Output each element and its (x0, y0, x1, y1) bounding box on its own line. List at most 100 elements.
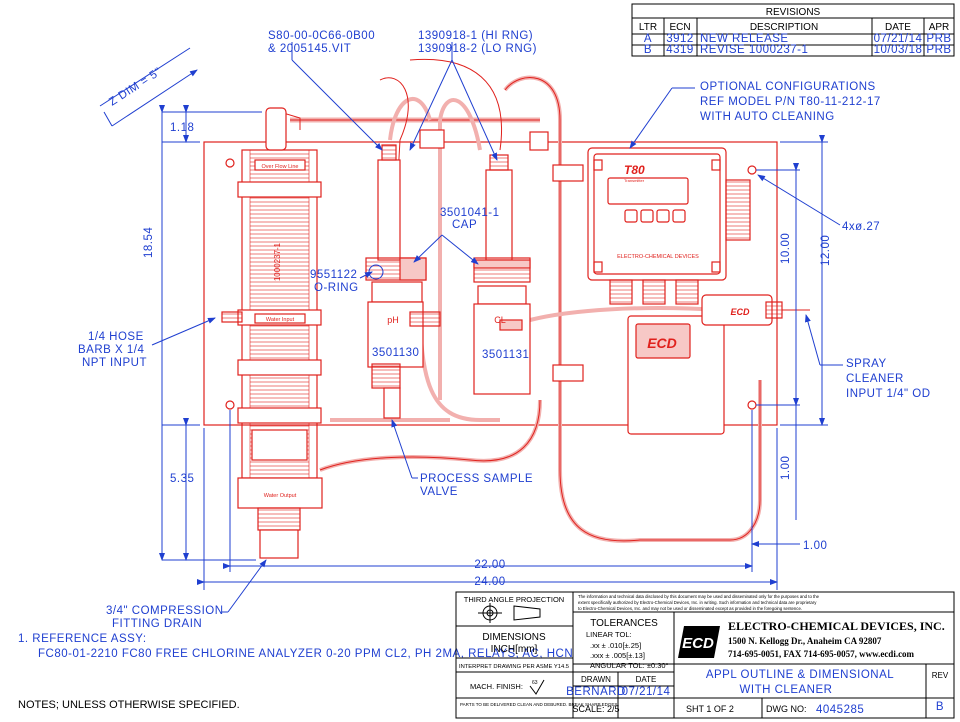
callout-cap-pn: 3501041-1 (440, 207, 500, 219)
notes: 1. REFERENCE ASSY: FC80-01-2210 FC80 FRE… (18, 633, 573, 711)
callout-valve-1: PROCESS SAMPLE (420, 473, 533, 485)
callout-oring-pn: 9551122 (310, 269, 357, 281)
dim-18-54: 18.54 (143, 227, 155, 258)
title-block (455, 591, 955, 719)
water-output-block (237, 477, 323, 509)
callout-part-top-b: & 2005145.VIT (268, 43, 351, 55)
logo-text: ECD (682, 635, 714, 652)
part-labels: Over Flow Line Water Input Water Output … (262, 163, 750, 499)
rev-b-ltr: B (644, 44, 652, 56)
mount-hole-icon (747, 165, 757, 175)
tb-title-2: WITH CLEANER (740, 684, 833, 696)
note-ref-line: FC80-01-2210 FC80 FREE CHLORINE ANALYZER… (38, 648, 573, 660)
callout-hose-1: 1/4 HOSE (88, 331, 144, 343)
tb-tol-xxx: .xxx ± .005[±.13] (590, 651, 645, 660)
tb-rev: B (936, 701, 944, 713)
rev-b-ecn: 4319 (666, 44, 694, 56)
mount-hole-icon (747, 400, 757, 410)
callout-opt-1: OPTIONAL CONFIGURATIONS (700, 81, 876, 93)
water-output-label: Water Output (264, 493, 297, 499)
dim-1-18: 1.18 (170, 122, 194, 134)
note-unless: NOTES; UNLESS OTHERWISE SPECIFIED. (18, 699, 240, 711)
callout-hose-2: BARB X 1/4 (78, 344, 144, 356)
rev-a-ltr: A (644, 33, 652, 45)
tb-dimensions: DIMENSIONS (482, 632, 546, 643)
rev-header-date: DATE (885, 22, 911, 33)
rev-header-ecn: ECN (669, 22, 690, 33)
dim-10-00: 10.00 (780, 233, 792, 264)
rev-header-apr: APR (929, 22, 950, 33)
dim-12-00: 12.00 (820, 235, 832, 266)
callout-opt-2: REF MODEL P/N T80-11-212-17 (700, 96, 881, 108)
tb-company: ELECTRO-CHEMICAL DEVICES, INC. (728, 619, 945, 633)
revision-row-b: B 4319 REVISE 1000237-1 10/03/18 PRB (644, 44, 951, 56)
revision-table (631, 3, 955, 57)
callout-spray-2: CLEANER (846, 373, 904, 385)
callout-spray-1: SPRAY (846, 358, 887, 370)
revisions-title: REVISIONS (766, 7, 821, 18)
water-input-label: Water Input (266, 317, 295, 323)
ecd-logo-icon: ECD (678, 626, 720, 658)
tb-scale: SCALE: 2/5 (572, 704, 619, 714)
tb-phone: 714-695-0051, FAX 714-695-0057, www.ecdi… (728, 649, 915, 659)
tb-deliver: PARTS TO BE DELIVERED CLEAN AND DEBURED.… (460, 702, 619, 707)
ecd-plate-logo: ECD (647, 335, 677, 351)
ph-label: pH (387, 315, 399, 325)
tb-prop-1: The information and technical data discl… (578, 594, 820, 599)
tb-drawn-by: BERNARD (566, 686, 626, 698)
tb-title-1: APPL OUTLINE & DIMENSIONAL (706, 669, 894, 681)
tb-finish: MACH. FINISH: (470, 682, 523, 691)
cl-housing (473, 303, 531, 395)
back-panel (203, 141, 778, 426)
panel-brand-label: ELECTRO-CHEMICAL DEVICES (617, 254, 699, 260)
callout-cap: CAP (452, 219, 477, 231)
callout-drain-1: 3/4" COMPRESSION (106, 605, 224, 617)
tb-interpret: INTERPRET DRAWING PER ASME Y14.5 (459, 664, 569, 670)
dim-1-00-vertical: 1.00 (780, 456, 792, 480)
tb-drawn-label: DRAWN (581, 675, 611, 684)
rev-a-apr: PRB (926, 33, 951, 45)
mount-hole-icon (225, 400, 235, 410)
note-ref-title: 1. REFERENCE ASSY: (18, 633, 147, 645)
tb-dwg-no-label: DWG NO: (766, 704, 807, 714)
rev-header-ltr: LTR (639, 22, 657, 33)
tb-sheet: SHT 1 OF 2 (686, 704, 734, 714)
tb-angular: ANGULAR TOL: ±0.30° (590, 661, 669, 670)
tb-tolerances: TOLERANCES (590, 618, 658, 629)
rev-b-apr: PRB (926, 44, 951, 56)
over-flow-label: Over Flow Line (262, 164, 299, 170)
panel-assembly (203, 58, 810, 559)
callout-hi-rng: 1390918-1 (HI RNG) (418, 30, 533, 42)
mount-hole-icon (225, 158, 235, 168)
tb-units: INCH[mm] (491, 644, 538, 655)
callout-spray-3: INPUT 1/4" OD (846, 388, 931, 400)
cl-label: CL (494, 315, 506, 325)
callout-cl-pn: 3501131 (482, 349, 529, 361)
tb-rev-label: REV (932, 671, 949, 680)
callout-holes: 4xø.27 (842, 221, 880, 233)
callout-z-dim: Z DIM = 5" (107, 66, 164, 109)
tb-finish-value: 63 (532, 680, 538, 686)
callout-valve-2: VALVE (420, 486, 458, 498)
tb-tol-xx: .xx ± .010[±.25] (590, 641, 641, 650)
rev-a-date: 07/21/14 (874, 33, 923, 45)
revision-row-a: A 3912 NEW RELEASE 07/21/14 PRB (644, 33, 951, 45)
callout-ph-pn: 3501130 (372, 347, 419, 359)
tb-linear: LINEAR TOL: (586, 630, 632, 639)
tb-dwg-no: 4045285 (816, 704, 864, 716)
tb-address: 1500 N. Kellogg Dr., Anaheim CA 92807 (728, 636, 882, 646)
tb-drawn-date: 07/21/14 (622, 686, 671, 698)
dimension-values: 1.18 18.54 5.35 10.00 12.00 1.00 1.00 22… (143, 122, 832, 588)
rev-a-desc: NEW RELEASE (700, 33, 789, 45)
tb-prop-3: to Electro-Chemical Devices, Inc. and ma… (578, 606, 802, 611)
rev-b-date: 10/03/18 (874, 44, 923, 56)
callout-hose-3: NPT INPUT (82, 357, 147, 369)
finish-symbol-icon (529, 679, 545, 695)
rev-a-ecn: 3912 (666, 33, 694, 45)
dim-5-35: 5.35 (170, 473, 194, 485)
callout-drain-2: FITTING DRAIN (112, 618, 202, 630)
dimension-lines (99, 42, 843, 613)
callout-part-top-a: S80-00-0C66-0B00 (268, 30, 375, 42)
column-part-number: 1000237-1 (273, 242, 282, 281)
